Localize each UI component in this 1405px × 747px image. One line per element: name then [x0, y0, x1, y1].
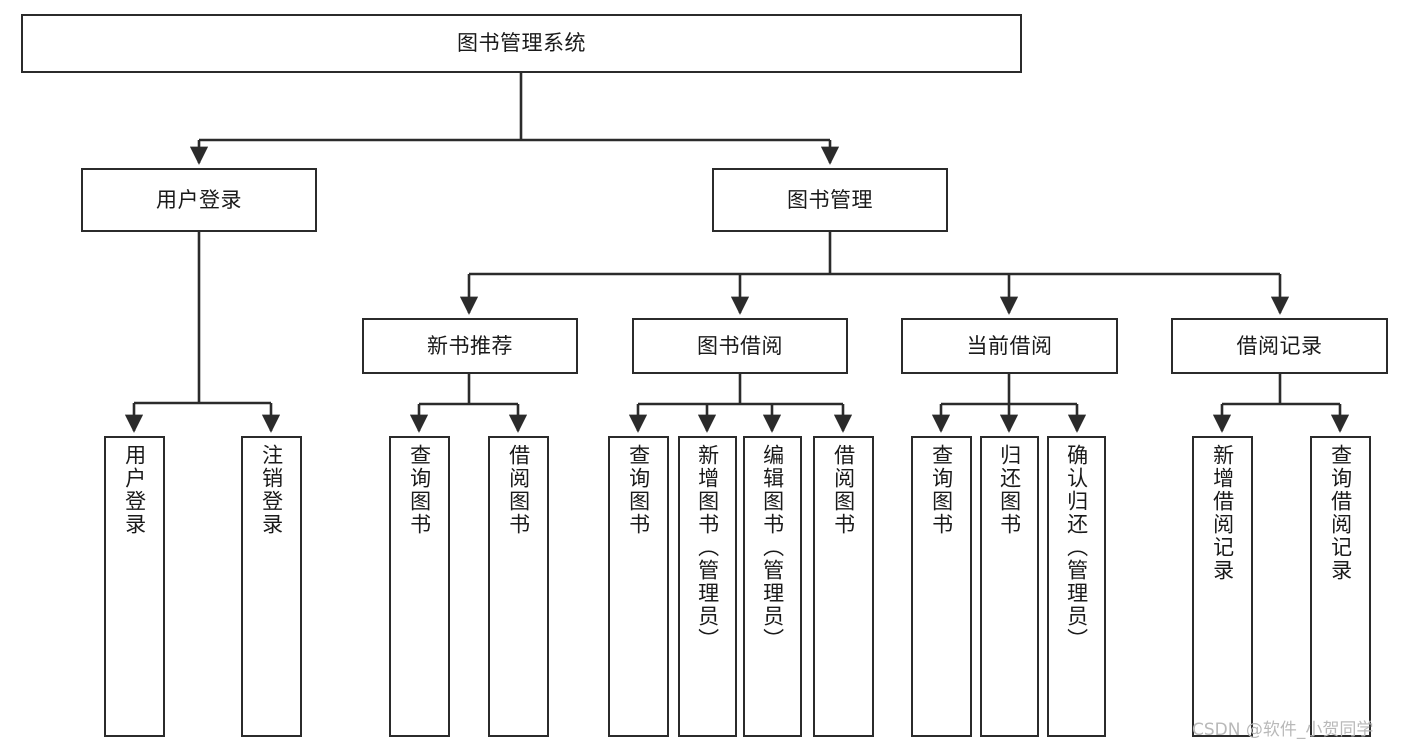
node-label: 用户登录	[122, 444, 147, 536]
leaf-newbook-borrow-book[interactable]: 借阅图书	[488, 436, 549, 737]
leaf-borrow-edit-book-admin[interactable]: 编辑图书（管理员）	[743, 436, 802, 737]
node-book-management[interactable]: 图书管理	[712, 168, 948, 232]
leaf-record-add-record[interactable]: 新增借阅记录	[1192, 436, 1253, 737]
node-label: 新增图书（管理员）	[695, 444, 720, 651]
node-label: 借阅图书	[831, 444, 856, 536]
node-label: 归还图书	[997, 444, 1022, 536]
leaf-user-logout[interactable]: 注销登录	[241, 436, 302, 737]
node-label: 图书管理系统	[457, 31, 586, 56]
node-label: 借阅图书	[506, 444, 531, 536]
node-label: 查询图书	[929, 444, 954, 536]
node-label: 新增借阅记录	[1210, 444, 1235, 582]
leaf-user-login[interactable]: 用户登录	[104, 436, 165, 737]
node-root-system[interactable]: 图书管理系统	[21, 14, 1022, 73]
node-borrow-record[interactable]: 借阅记录	[1171, 318, 1388, 374]
leaf-record-query-record[interactable]: 查询借阅记录	[1310, 436, 1371, 737]
node-label: 注销登录	[259, 444, 284, 536]
leaf-current-return-book[interactable]: 归还图书	[980, 436, 1039, 737]
node-new-book-recommend[interactable]: 新书推荐	[362, 318, 578, 374]
node-label: 当前借阅	[966, 333, 1053, 358]
csdn-watermark: CSDN @软件_小贺同学	[1192, 720, 1374, 740]
node-label: 图书借阅	[697, 333, 783, 358]
leaf-current-query-book[interactable]: 查询图书	[911, 436, 972, 737]
node-label: 新书推荐	[427, 333, 513, 358]
node-label: 编辑图书（管理员）	[760, 444, 785, 651]
node-current-borrow[interactable]: 当前借阅	[901, 318, 1118, 374]
node-label: 查询借阅记录	[1328, 444, 1353, 582]
node-label: 查询图书	[407, 444, 432, 536]
leaf-current-confirm-return-admin[interactable]: 确认归还（管理员）	[1047, 436, 1106, 737]
node-label: 查询图书	[626, 444, 651, 536]
node-label: 图书管理	[787, 187, 873, 212]
leaf-borrow-query-book[interactable]: 查询图书	[608, 436, 669, 737]
leaf-borrow-add-book-admin[interactable]: 新增图书（管理员）	[678, 436, 737, 737]
node-user-login[interactable]: 用户登录	[81, 168, 317, 232]
node-book-borrow[interactable]: 图书借阅	[632, 318, 848, 374]
node-label: 确认归还（管理员）	[1064, 444, 1089, 651]
leaf-newbook-query-book[interactable]: 查询图书	[389, 436, 450, 737]
node-label: 借阅记录	[1236, 333, 1323, 358]
leaf-borrow-lend-book[interactable]: 借阅图书	[813, 436, 874, 737]
node-label: 用户登录	[156, 187, 242, 212]
